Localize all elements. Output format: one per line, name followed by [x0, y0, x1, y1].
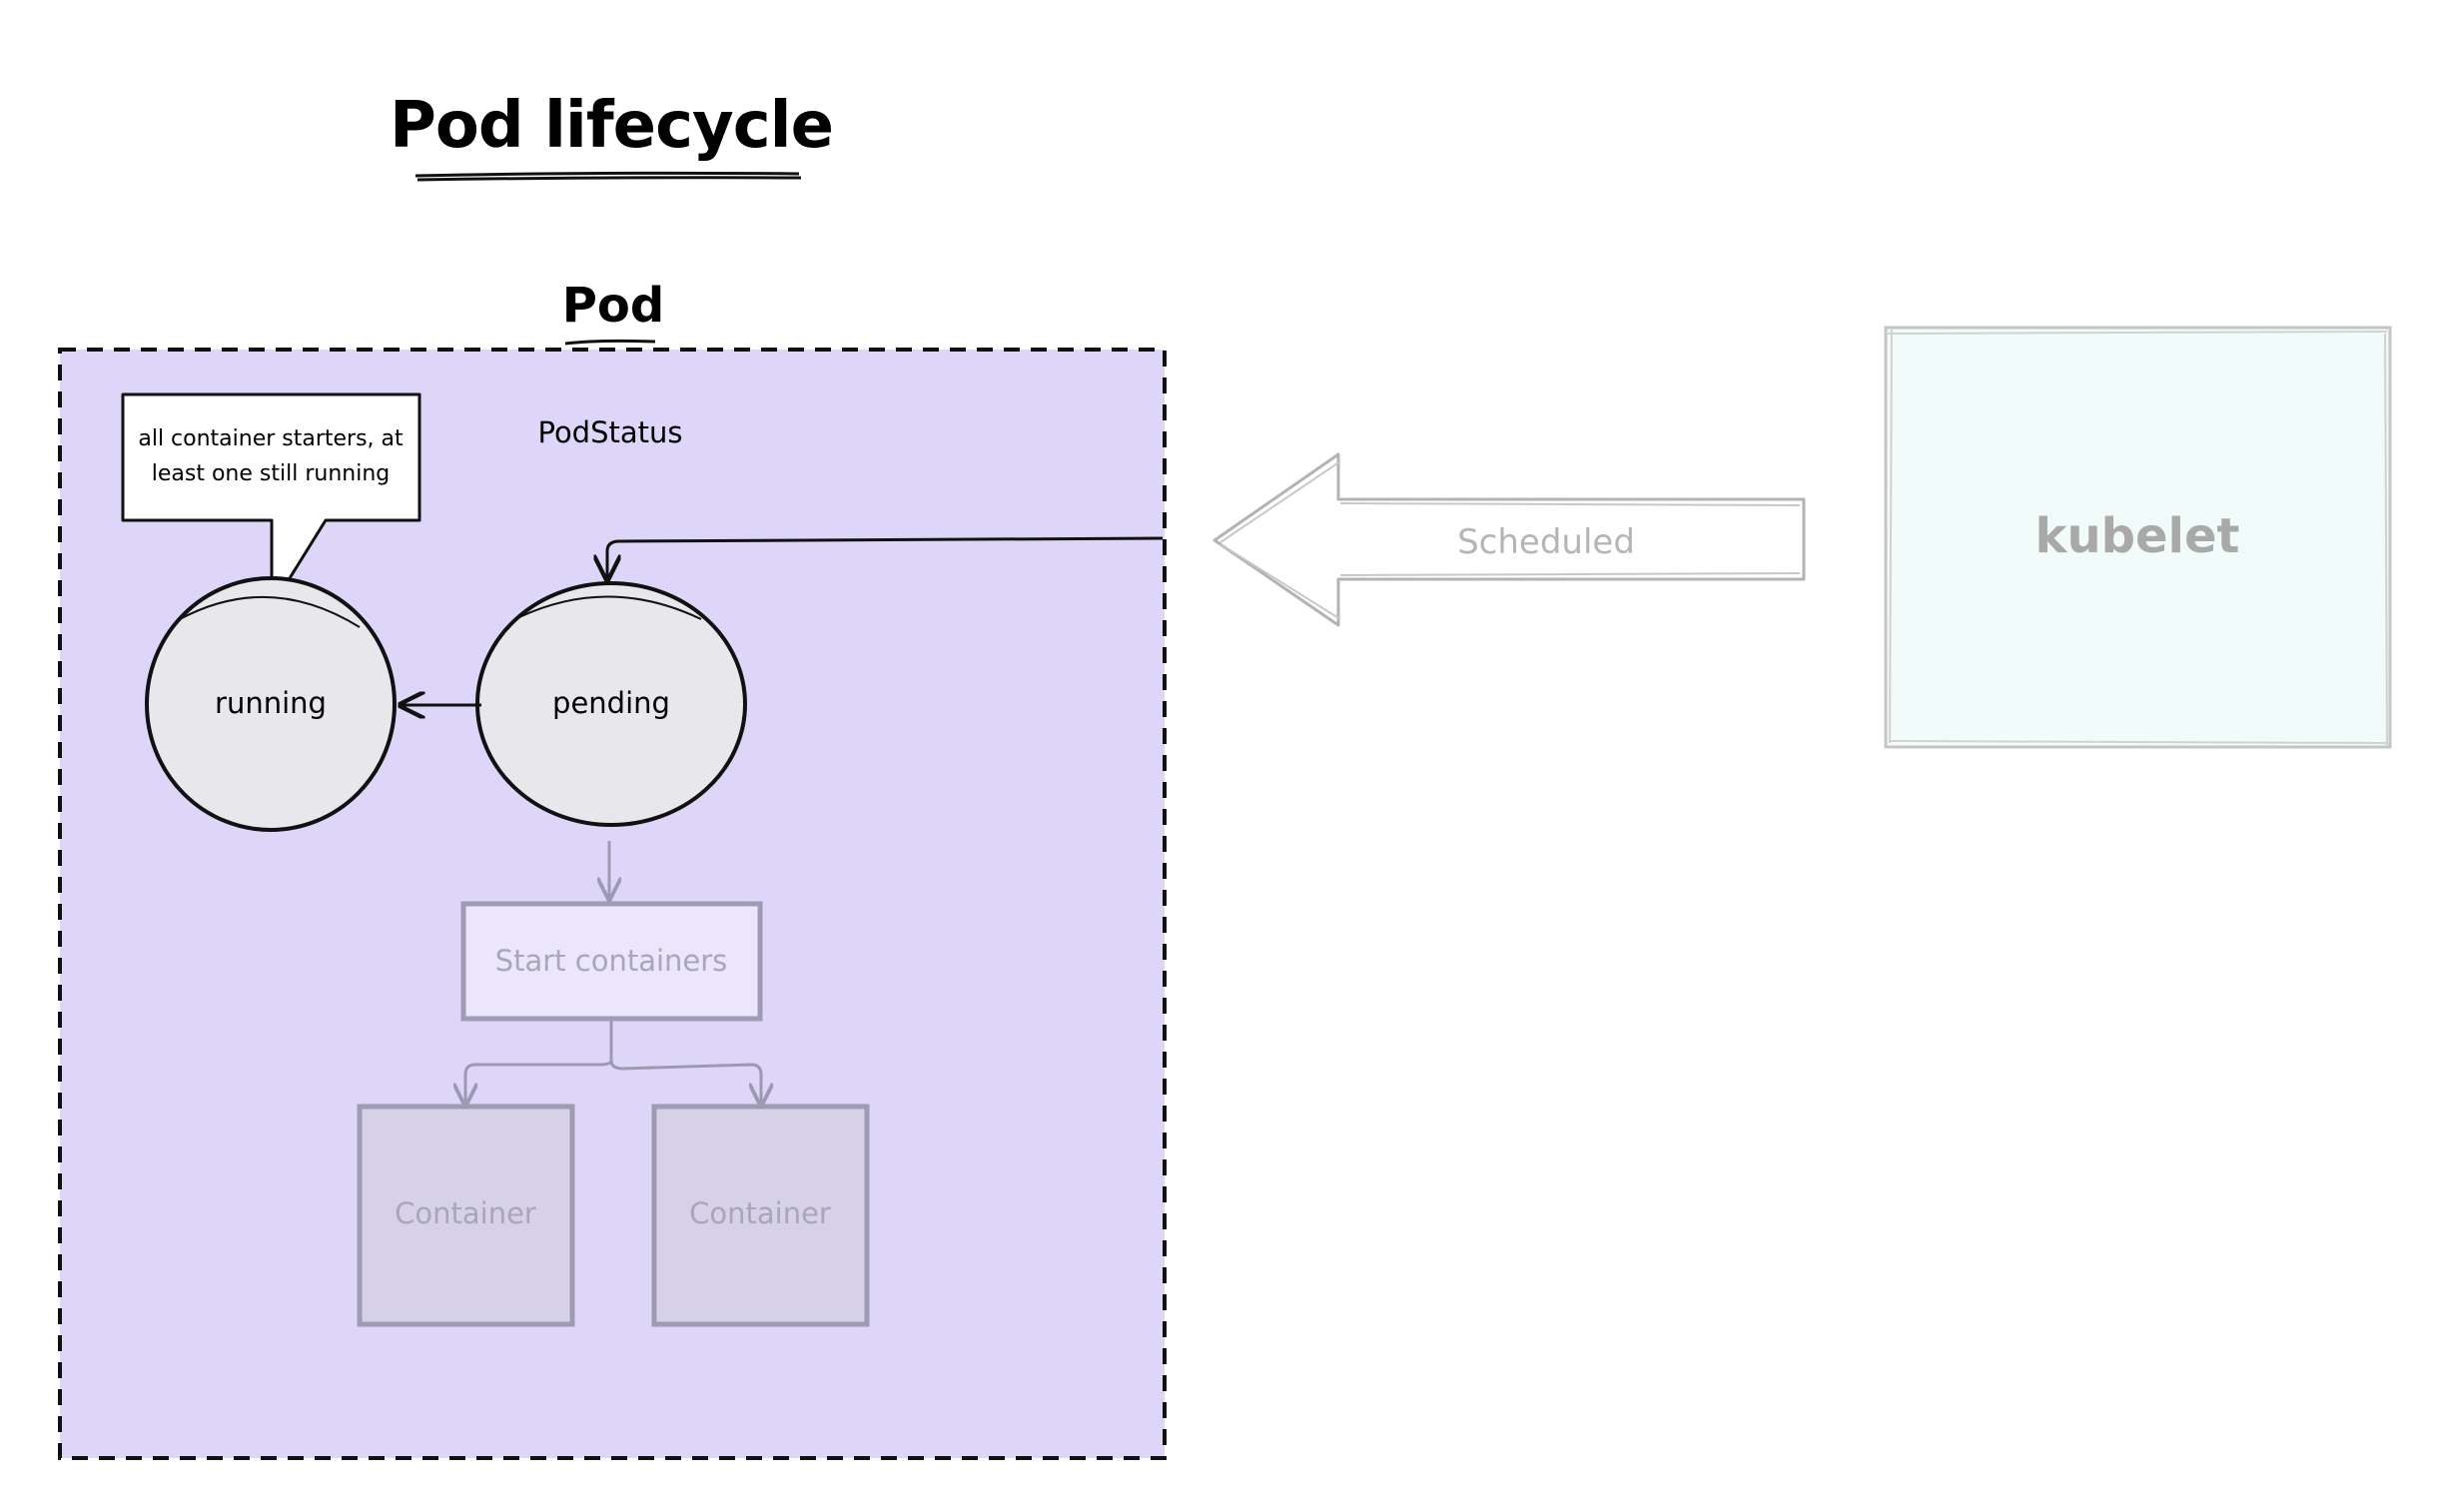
container-label-1: Container: [395, 1196, 536, 1230]
kubelet-label: kubelet: [2035, 508, 2240, 564]
callout-bubble: [121, 392, 421, 609]
container-label-2: Container: [689, 1196, 831, 1230]
state-pending-label: pending: [552, 686, 670, 720]
state-running: [145, 576, 397, 832]
callout-text-line2: least one still running: [152, 461, 390, 486]
pending-sketch-stroke: [518, 595, 702, 620]
pod-status-label: PodStatus: [537, 415, 682, 449]
start-containers-label: Start containers: [495, 944, 728, 978]
container-box-2: [651, 1104, 870, 1327]
callout-text-line1: all container starters, at: [138, 426, 404, 451]
kubelet-box: [1884, 326, 2392, 749]
scheduled-arrow-sketch: [1219, 460, 1801, 620]
kubelet-box-sketch: [1887, 329, 2388, 746]
scheduled-arrow-label: Scheduled: [1457, 522, 1635, 562]
start-containers-box: [460, 901, 763, 1022]
arrow-scheduled-into-pending: [607, 536, 1164, 579]
state-running-label: running: [215, 686, 327, 720]
title-underline: [414, 171, 802, 182]
arrow-start-to-container-2: [609, 1060, 761, 1105]
pod-label-underline: [564, 339, 656, 346]
pod-label: Pod: [562, 278, 665, 334]
running-sketch-stroke: [179, 595, 361, 628]
container-box-1: [357, 1104, 575, 1327]
diagram-title: Pod lifecycle: [390, 89, 833, 163]
